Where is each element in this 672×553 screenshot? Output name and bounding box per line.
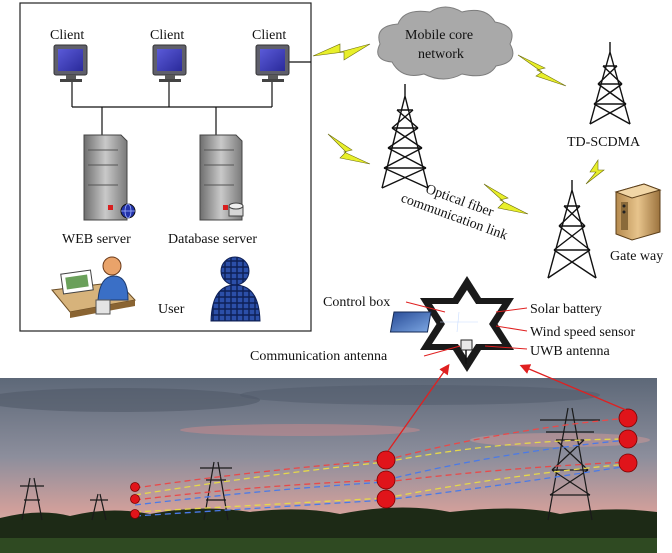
monitoring-device-icon [389,276,514,372]
client-1: Client [50,28,88,82]
client-2: Client [150,28,187,82]
database-icon [228,202,244,217]
lightning-icon [585,159,605,185]
server-icon [199,134,243,221]
tower-icon-right [547,180,597,279]
wind-speed-sensor-label: Wind speed sensor [530,325,636,340]
sensor-marker [618,429,638,449]
sensor-marker [130,509,140,519]
optical-fiber-label: Optical fiber communication link [399,182,510,244]
gateway-label: Gate way [610,249,663,264]
client-network-lines [71,61,311,135]
sensor-marker [618,408,638,428]
monitor-icon [152,44,187,82]
mobile-core-label-line1: Mobile core [405,28,473,43]
gateway-icon [614,183,662,241]
database-server-label: Database server [168,232,257,247]
mobile-core-label-line2: network [418,47,464,62]
mobile-core-network-cloud: Mobile core network [377,6,514,80]
web-server-label: WEB server [62,232,131,247]
monitor-icon [53,44,88,82]
transmission-wires [134,417,629,517]
communication-antenna-label: Communication antenna [250,349,388,364]
pylon-icon [20,477,44,521]
sensor-marker [130,494,140,504]
sensor-marker [618,453,638,473]
web-server: WEB server [62,134,136,247]
user-at-desk-icon [51,256,136,318]
pylon-icon [200,461,232,521]
wireless-lightning-icons [312,43,605,215]
lightning-icon [327,133,371,165]
client-label: Client [150,28,184,43]
lightning-icon [517,54,567,87]
pylon-icon [90,493,108,521]
sensor-marker [376,470,396,490]
client-label: Client [50,28,84,43]
monitor-icon [255,44,290,82]
sensor-marker [376,489,396,509]
lightning-icon [312,43,371,61]
sensor-marker [376,450,396,470]
server-icon [83,134,128,221]
globe-icon [120,203,136,219]
sensor-marker [130,482,140,492]
control-box-label: Control box [323,295,390,310]
user-label: User [158,302,185,317]
database-server: Database server [168,134,257,247]
tower-icon-td-scdma [589,42,631,125]
client-label: Client [252,28,286,43]
power-line-photo [0,378,657,553]
solar-battery-label: Solar battery [530,302,602,317]
client-3: Client [252,28,290,82]
lightning-icon [483,183,529,215]
td-scdma-label: TD-SCDMA [567,135,641,150]
device-pointer-arrows [387,363,627,452]
uwb-antenna-label: UWB antenna [530,344,610,359]
device-callout-lines [405,301,528,357]
tower-icon-center [381,84,429,189]
sensor-markers [130,408,638,519]
user-icon [210,256,261,322]
